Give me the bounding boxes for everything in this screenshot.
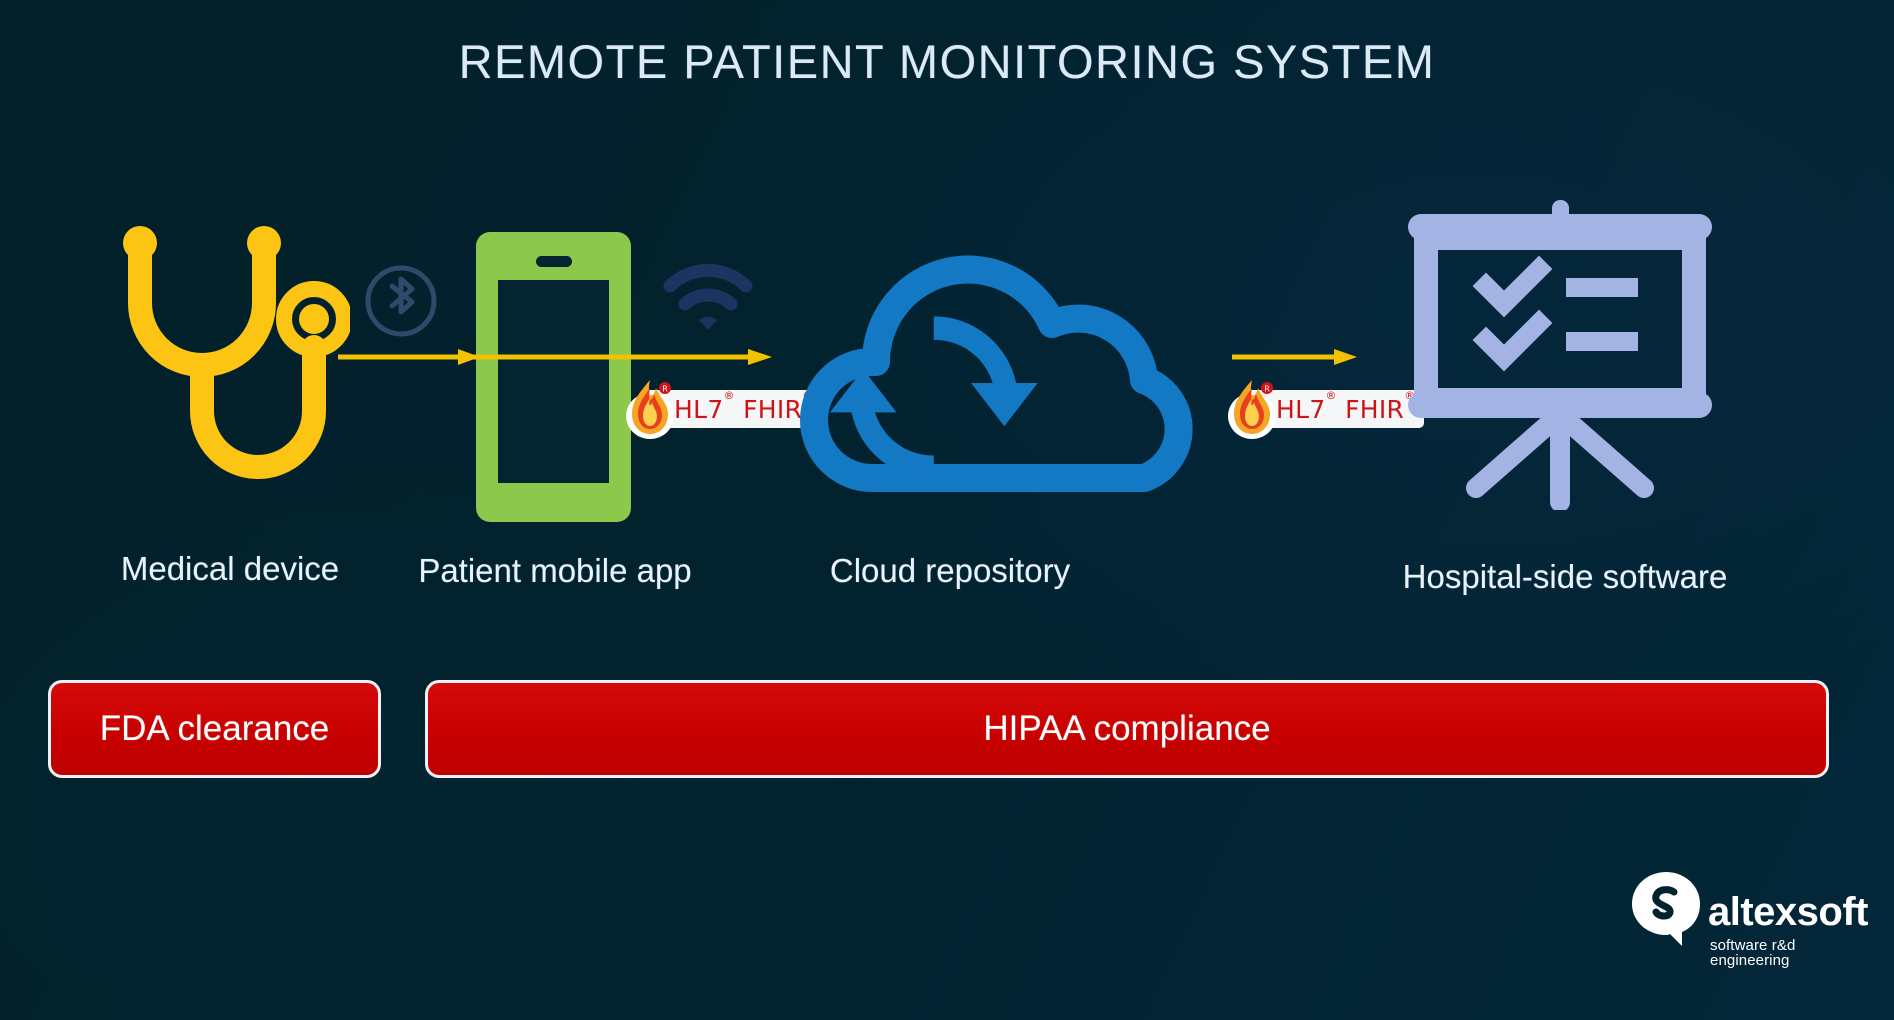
smartphone-speaker <box>536 256 572 267</box>
bluetooth-icon <box>362 262 440 340</box>
smartphone-screen <box>498 280 609 483</box>
arrow-phone-to-cloud <box>452 348 772 366</box>
medical-device-label: Medical device <box>120 550 340 587</box>
patient-mobile-app-label: Patient mobile app <box>418 552 692 589</box>
altexsoft-tagline: software r&d engineering <box>1710 937 1796 969</box>
sync-arrows-icon <box>829 316 1038 479</box>
fda-clearance-label: FDA clearance <box>99 709 330 748</box>
altexsoft-logo: altexsoft software r&d engineering <box>1630 872 1869 990</box>
hipaa-compliance-banner: HIPAA compliance <box>425 680 1829 778</box>
cloud-repository-label: Cloud repository <box>829 552 1071 589</box>
stethoscope-chestpiece <box>276 281 352 357</box>
presentation-board-icon <box>1408 200 1712 512</box>
hospital-side-software-label: Hospital-side software <box>1402 558 1728 595</box>
fhir-badge-text: HL7® FHIR® <box>1276 388 1416 424</box>
arrow-cloud-to-hospital <box>1232 348 1357 366</box>
svg-text:R: R <box>1264 385 1270 394</box>
fhir-badge-text: HL7® FHIR® <box>674 388 814 424</box>
hospital-side-software-node <box>1400 200 1720 512</box>
svg-text:R: R <box>662 385 668 394</box>
wifi-icon <box>662 262 754 338</box>
fhir-badge-phone-cloud: R HL7® FHIR® <box>626 380 822 439</box>
hipaa-compliance-label: HIPAA compliance <box>983 709 1271 748</box>
stethoscope-icon <box>123 226 352 479</box>
fhir-flame-icon: R <box>626 380 674 439</box>
board-line-2 <box>1566 332 1638 351</box>
checkmark-icon <box>1472 255 1553 372</box>
page-title: REMOTE PATIENT MONITORING SYSTEM <box>458 35 1436 88</box>
stethoscope-earpiece-left <box>123 226 157 260</box>
board-line-1 <box>1566 278 1638 297</box>
patient-mobile-app-node <box>476 232 631 522</box>
fhir-flame-icon: R <box>1228 380 1276 439</box>
cloud-sync-icon <box>800 255 1193 492</box>
fhir-badge-cloud-hospital: R HL7® FHIR® <box>1228 380 1424 439</box>
stethoscope-chestpiece-center <box>299 304 329 334</box>
fda-clearance-banner: FDA clearance <box>48 680 381 778</box>
altexsoft-logo-mark <box>1632 872 1700 946</box>
cloud-repository-node <box>800 222 1220 502</box>
altexsoft-wordmark: altexsoft <box>1708 890 1869 934</box>
stethoscope-earpiece-right <box>247 226 281 260</box>
medical-device-node <box>110 215 352 515</box>
